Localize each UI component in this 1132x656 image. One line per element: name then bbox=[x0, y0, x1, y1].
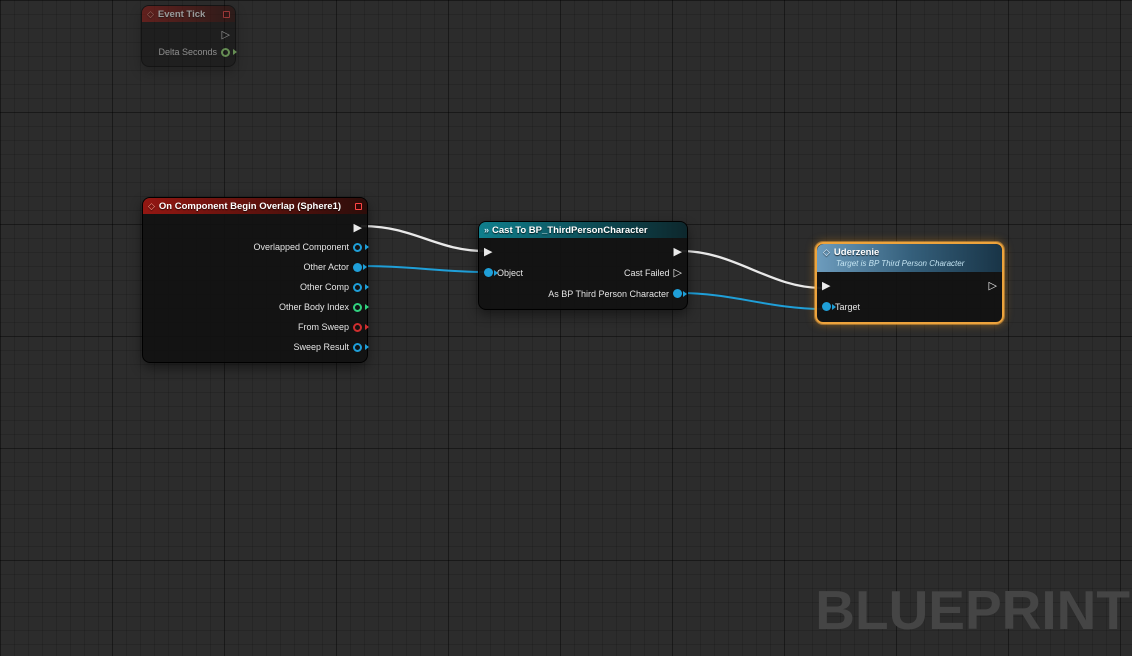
wire-exec-cast-to-uderzenie[interactable] bbox=[680, 249, 823, 290]
delegate-pin[interactable] bbox=[355, 202, 362, 210]
node-title: Uderzenie bbox=[833, 247, 880, 258]
exec-in-pin[interactable] bbox=[822, 280, 830, 291]
node-uderzenie-header[interactable]: ◇ Uderzenie Target is BP Third Person Ch… bbox=[817, 244, 1002, 272]
exec-out-pin[interactable] bbox=[354, 222, 362, 233]
node-cast-to-bp-thirdpersoncharacter[interactable]: » Cast To BP_ThirdPersonCharacter Object… bbox=[478, 221, 688, 310]
pin-label-object: Object bbox=[497, 267, 524, 278]
object-pin-object[interactable] bbox=[484, 268, 498, 277]
pin-label-as-bp-third-person-character: As BP Third Person Character bbox=[548, 288, 669, 299]
pin-label-other-comp: Other Comp bbox=[299, 282, 349, 292]
pin-label-cast-failed: Cast Failed bbox=[624, 267, 670, 278]
node-event-tick-header[interactable]: ◇ Event Tick bbox=[142, 6, 235, 22]
node-uderzenie[interactable]: ◇ Uderzenie Target is BP Third Person Ch… bbox=[815, 242, 1004, 324]
pin-label-other-body-index: Other Body Index bbox=[278, 302, 349, 312]
node-on-component-begin-overlap[interactable]: ◇ On Component Begin Overlap (Sphere1) O… bbox=[142, 197, 369, 363]
pin-label-target: Target bbox=[835, 301, 861, 312]
node-begin-overlap-header[interactable]: ◇ On Component Begin Overlap (Sphere1) bbox=[143, 198, 367, 214]
object-pin-as-bp-third-person-character[interactable] bbox=[673, 289, 687, 298]
node-cast-header[interactable]: » Cast To BP_ThirdPersonCharacter bbox=[479, 222, 687, 238]
pin-label-delta-seconds: Delta Seconds bbox=[158, 47, 217, 57]
object-pin-target[interactable] bbox=[822, 302, 836, 311]
node-title: On Component Begin Overlap (Sphere1) bbox=[158, 200, 342, 212]
object-pin-other-actor[interactable] bbox=[353, 262, 367, 272]
float-pin-delta-seconds[interactable] bbox=[221, 47, 237, 57]
pin-label-sweep-result: Sweep Result bbox=[293, 342, 349, 352]
watermark: BLUEPRINT bbox=[815, 579, 1130, 641]
exec-out-pin[interactable] bbox=[222, 29, 230, 40]
pin-label-overlapped-component: Overlapped Component bbox=[253, 242, 349, 252]
wire-object-otheractor-to-object[interactable] bbox=[360, 265, 488, 273]
node-title: Event Tick bbox=[157, 8, 206, 20]
exec-out-pin[interactable] bbox=[989, 280, 997, 291]
bool-pin-from-sweep[interactable] bbox=[353, 322, 369, 332]
exec-out-cast-failed-pin[interactable] bbox=[674, 267, 682, 278]
node-subtitle: Target is BP Third Person Character bbox=[836, 259, 965, 268]
wire-object-asbp-to-target[interactable] bbox=[678, 292, 824, 310]
cast-icon: » bbox=[484, 224, 489, 235]
node-title: Cast To BP_ThirdPersonCharacter bbox=[492, 224, 648, 236]
exec-out-pin[interactable] bbox=[674, 246, 682, 257]
delegate-pin[interactable] bbox=[223, 10, 230, 18]
pin-label-from-sweep: From Sweep bbox=[297, 322, 349, 332]
int-pin-other-body-index[interactable] bbox=[353, 302, 369, 312]
object-pin-overlapped-component[interactable] bbox=[353, 242, 369, 252]
node-event-tick[interactable]: ◇ Event Tick Delta Seconds bbox=[141, 5, 237, 67]
event-icon: ◇ bbox=[147, 8, 154, 19]
pin-label-other-actor: Other Actor bbox=[303, 262, 349, 272]
exec-in-pin[interactable] bbox=[484, 246, 492, 257]
object-pin-other-comp[interactable] bbox=[353, 282, 369, 292]
wire-exec-overlap-to-cast[interactable] bbox=[360, 224, 487, 253]
event-icon: ◇ bbox=[148, 200, 155, 211]
function-icon: ◇ bbox=[823, 247, 830, 257]
struct-pin-sweep-result[interactable] bbox=[353, 342, 369, 352]
